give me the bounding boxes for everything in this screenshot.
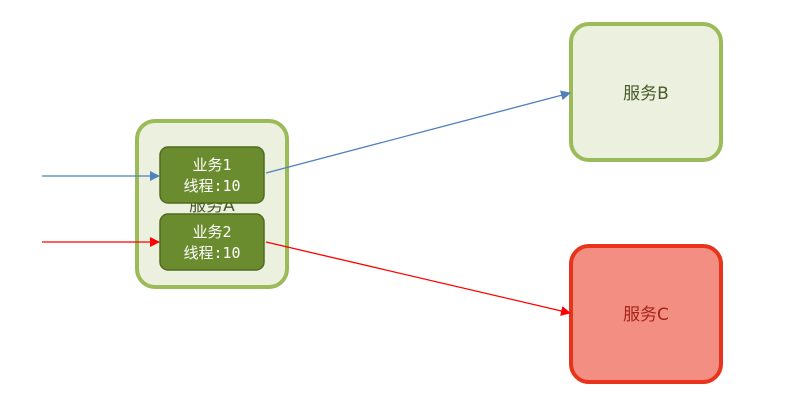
business-2-node: 业务2 线程:10 — [159, 213, 265, 271]
business-2-title: 业务2 — [192, 223, 231, 241]
business-1-threads: 线程:10 — [183, 177, 240, 195]
service-b-box — [569, 22, 723, 162]
arrow-business-1-to-service-b — [265, 90, 571, 174]
service-b-label: 服务B — [623, 84, 669, 104]
business-2-box — [159, 213, 265, 271]
service-c-node: 服务C — [569, 244, 723, 384]
business-2-threads: 线程:10 — [183, 244, 240, 262]
business-1-title: 业务1 — [192, 156, 231, 174]
business-1-box — [159, 146, 265, 204]
business-1-node: 业务1 线程:10 — [159, 146, 265, 204]
arrow-business-2-to-service-c — [265, 241, 571, 316]
service-c-label: 服务C — [623, 305, 669, 325]
service-c-box — [569, 244, 723, 384]
service-b-node: 服务B — [569, 22, 723, 162]
